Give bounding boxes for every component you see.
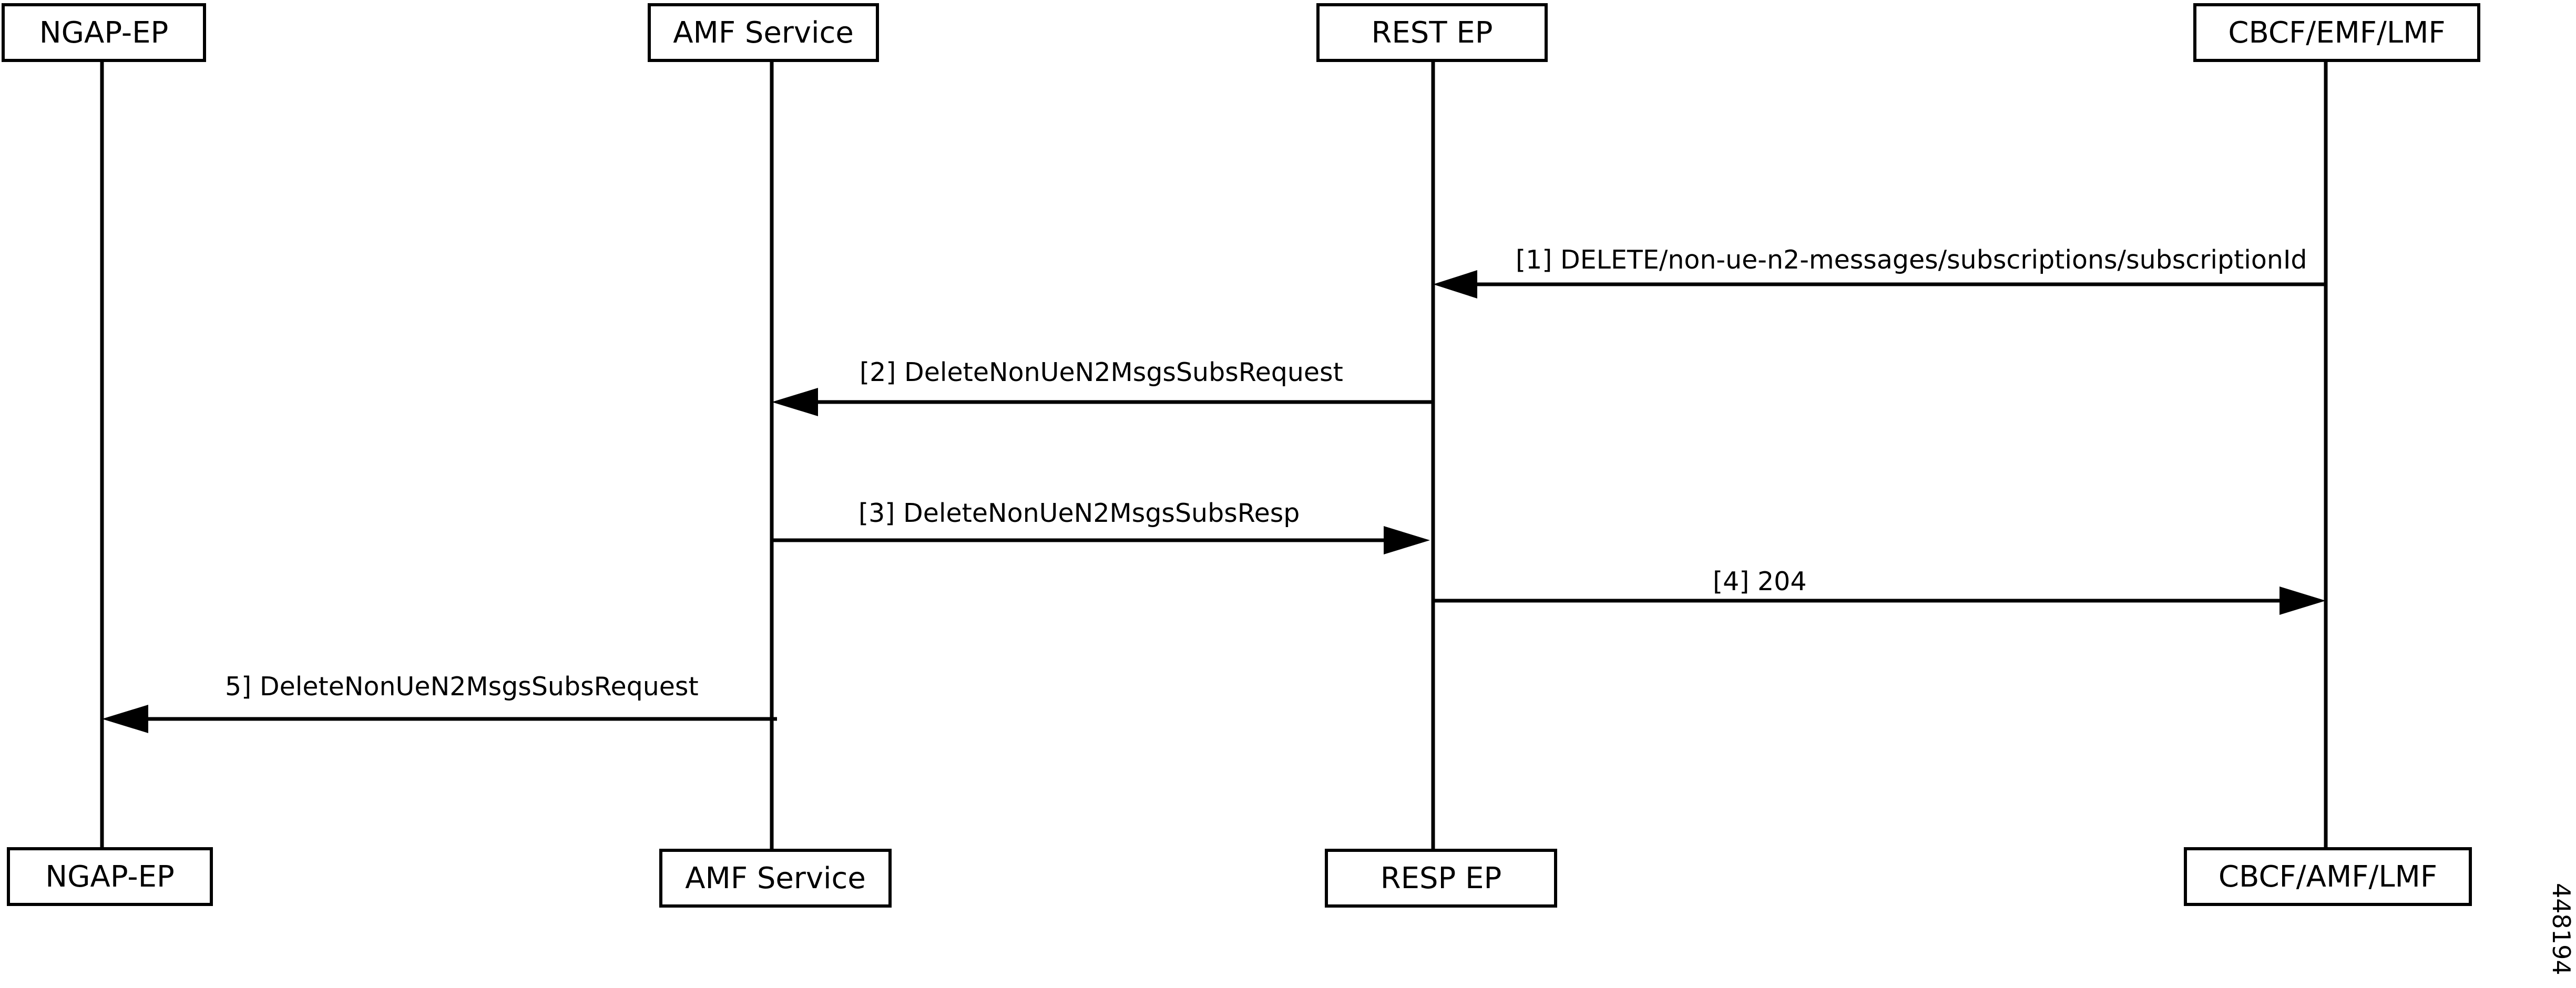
message-1-label: [1] DELETE/non-ue-n2-messages/subscripti…	[1516, 245, 2307, 275]
message-4-label: [4] 204	[1713, 567, 1807, 596]
arrow-2-head	[772, 388, 818, 416]
participant-amf-service-top: AMF Service	[648, 3, 879, 62]
participant-ngap-ep-top: NGAP-EP	[2, 3, 206, 62]
participant-resp-ep-bottom: RESP EP	[1325, 849, 1557, 908]
message-5-label: 5] DeleteNonUeN2MsgsSubsRequest	[225, 672, 699, 702]
arrow-5-head	[102, 705, 148, 733]
participant-label: CBCF/AMF/LMF	[2218, 859, 2438, 894]
participant-label: NGAP-EP	[39, 15, 169, 50]
arrow-1-head	[1433, 270, 1477, 299]
participant-ngap-ep-bottom: NGAP-EP	[7, 847, 213, 906]
message-3-label: [3] DeleteNonUeN2MsgsSubsResp	[858, 498, 1300, 528]
participant-cbcf-bottom: CBCF/AMF/LMF	[2184, 847, 2472, 906]
figure-id: 448194	[2547, 883, 2575, 975]
message-2-label: [2] DeleteNonUeN2MsgsSubsRequest	[860, 357, 1343, 387]
participant-label: RESP EP	[1380, 861, 1502, 896]
participant-label: REST EP	[1371, 15, 1493, 50]
participant-cbcf-top: CBCF/EMF/LMF	[2193, 3, 2480, 62]
arrow-3-head	[1384, 526, 1430, 554]
participant-amf-service-bottom: AMF Service	[659, 849, 892, 908]
participant-rest-ep-top: REST EP	[1316, 3, 1548, 62]
arrow-4-head	[2279, 586, 2326, 615]
participant-label: AMF Service	[673, 15, 854, 50]
participant-label: AMF Service	[685, 861, 866, 896]
participant-label: CBCF/EMF/LMF	[2228, 15, 2446, 50]
participant-label: NGAP-EP	[45, 859, 175, 894]
